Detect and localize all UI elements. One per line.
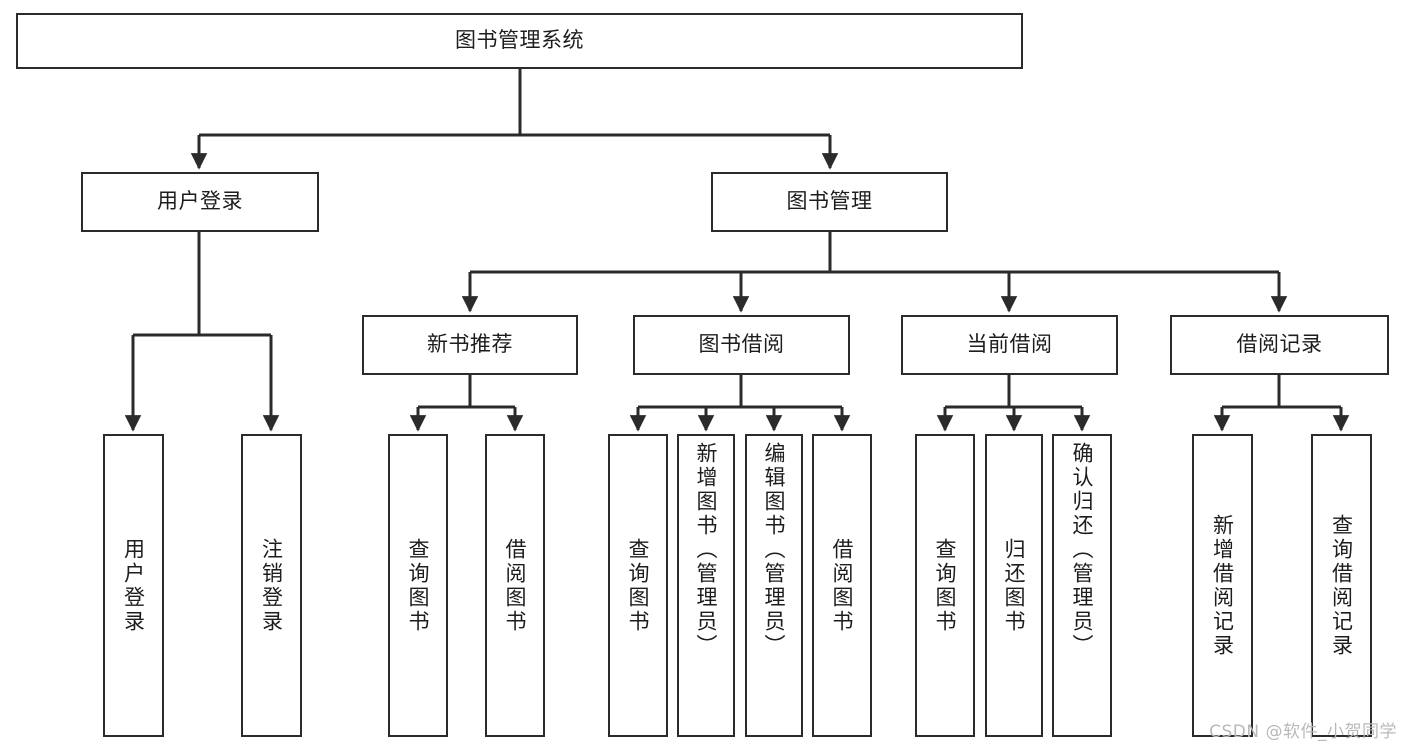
leaf-user-login-1-label: 用户登录 xyxy=(121,537,146,634)
leaf-borrow-record-1-label: 新增借阅记录 xyxy=(1210,513,1235,658)
leaf-borrow-record-2-label: 查询借阅记录 xyxy=(1329,513,1354,658)
leaf-user-login-2[interactable]: 注销登录 xyxy=(241,434,302,737)
leaf-book-borrow-3-label: 编辑图书（管理员） xyxy=(762,442,787,658)
node-book-manage[interactable]: 图书管理 xyxy=(711,172,948,232)
leaf-book-borrow-1[interactable]: 查询图书 xyxy=(608,434,668,737)
leaf-book-borrow-2[interactable]: 新增图书（管理员） xyxy=(677,434,735,737)
node-new-book-recommend[interactable]: 新书推荐 xyxy=(362,315,578,375)
leaf-current-borrow-3[interactable]: 确认归还（管理员） xyxy=(1052,434,1112,737)
csdn-watermark: CSDN @软件_小贺同学 xyxy=(1209,722,1397,742)
leaf-new-book-1[interactable]: 查询图书 xyxy=(388,434,448,737)
node-borrow-record[interactable]: 借阅记录 xyxy=(1170,315,1389,375)
leaf-current-borrow-1[interactable]: 查询图书 xyxy=(915,434,975,737)
node-user-login[interactable]: 用户登录 xyxy=(81,172,319,232)
node-borrow-record-label: 借阅记录 xyxy=(1236,332,1323,357)
node-book-borrow[interactable]: 图书借阅 xyxy=(633,315,850,375)
node-current-borrow[interactable]: 当前借阅 xyxy=(901,315,1118,375)
leaf-current-borrow-2[interactable]: 归还图书 xyxy=(985,434,1043,737)
node-book-borrow-label: 图书借阅 xyxy=(698,332,785,357)
leaf-book-borrow-4[interactable]: 借阅图书 xyxy=(812,434,872,737)
node-root-label: 图书管理系统 xyxy=(455,28,584,53)
node-book-manage-label: 图书管理 xyxy=(786,189,873,214)
node-root[interactable]: 图书管理系统 xyxy=(16,13,1023,69)
leaf-current-borrow-2-label: 归还图书 xyxy=(1002,537,1027,634)
leaf-book-borrow-1-label: 查询图书 xyxy=(626,537,651,634)
leaf-new-book-1-label: 查询图书 xyxy=(406,537,431,634)
leaf-new-book-2[interactable]: 借阅图书 xyxy=(485,434,545,737)
leaf-book-borrow-3[interactable]: 编辑图书（管理员） xyxy=(745,434,803,737)
leaf-current-borrow-1-label: 查询图书 xyxy=(933,537,958,634)
leaf-borrow-record-1[interactable]: 新增借阅记录 xyxy=(1192,434,1253,737)
leaf-new-book-2-label: 借阅图书 xyxy=(503,537,528,634)
leaf-book-borrow-4-label: 借阅图书 xyxy=(830,537,855,634)
leaf-book-borrow-2-label: 新增图书（管理员） xyxy=(694,442,719,658)
leaf-user-login-2-label: 注销登录 xyxy=(259,537,284,634)
leaf-borrow-record-2[interactable]: 查询借阅记录 xyxy=(1311,434,1372,737)
node-new-book-recommend-label: 新书推荐 xyxy=(427,332,513,357)
leaf-current-borrow-3-label: 确认归还（管理员） xyxy=(1070,442,1095,658)
node-current-borrow-label: 当前借阅 xyxy=(966,332,1053,357)
leaf-user-login-1[interactable]: 用户登录 xyxy=(103,434,164,737)
node-user-login-label: 用户登录 xyxy=(157,189,243,214)
